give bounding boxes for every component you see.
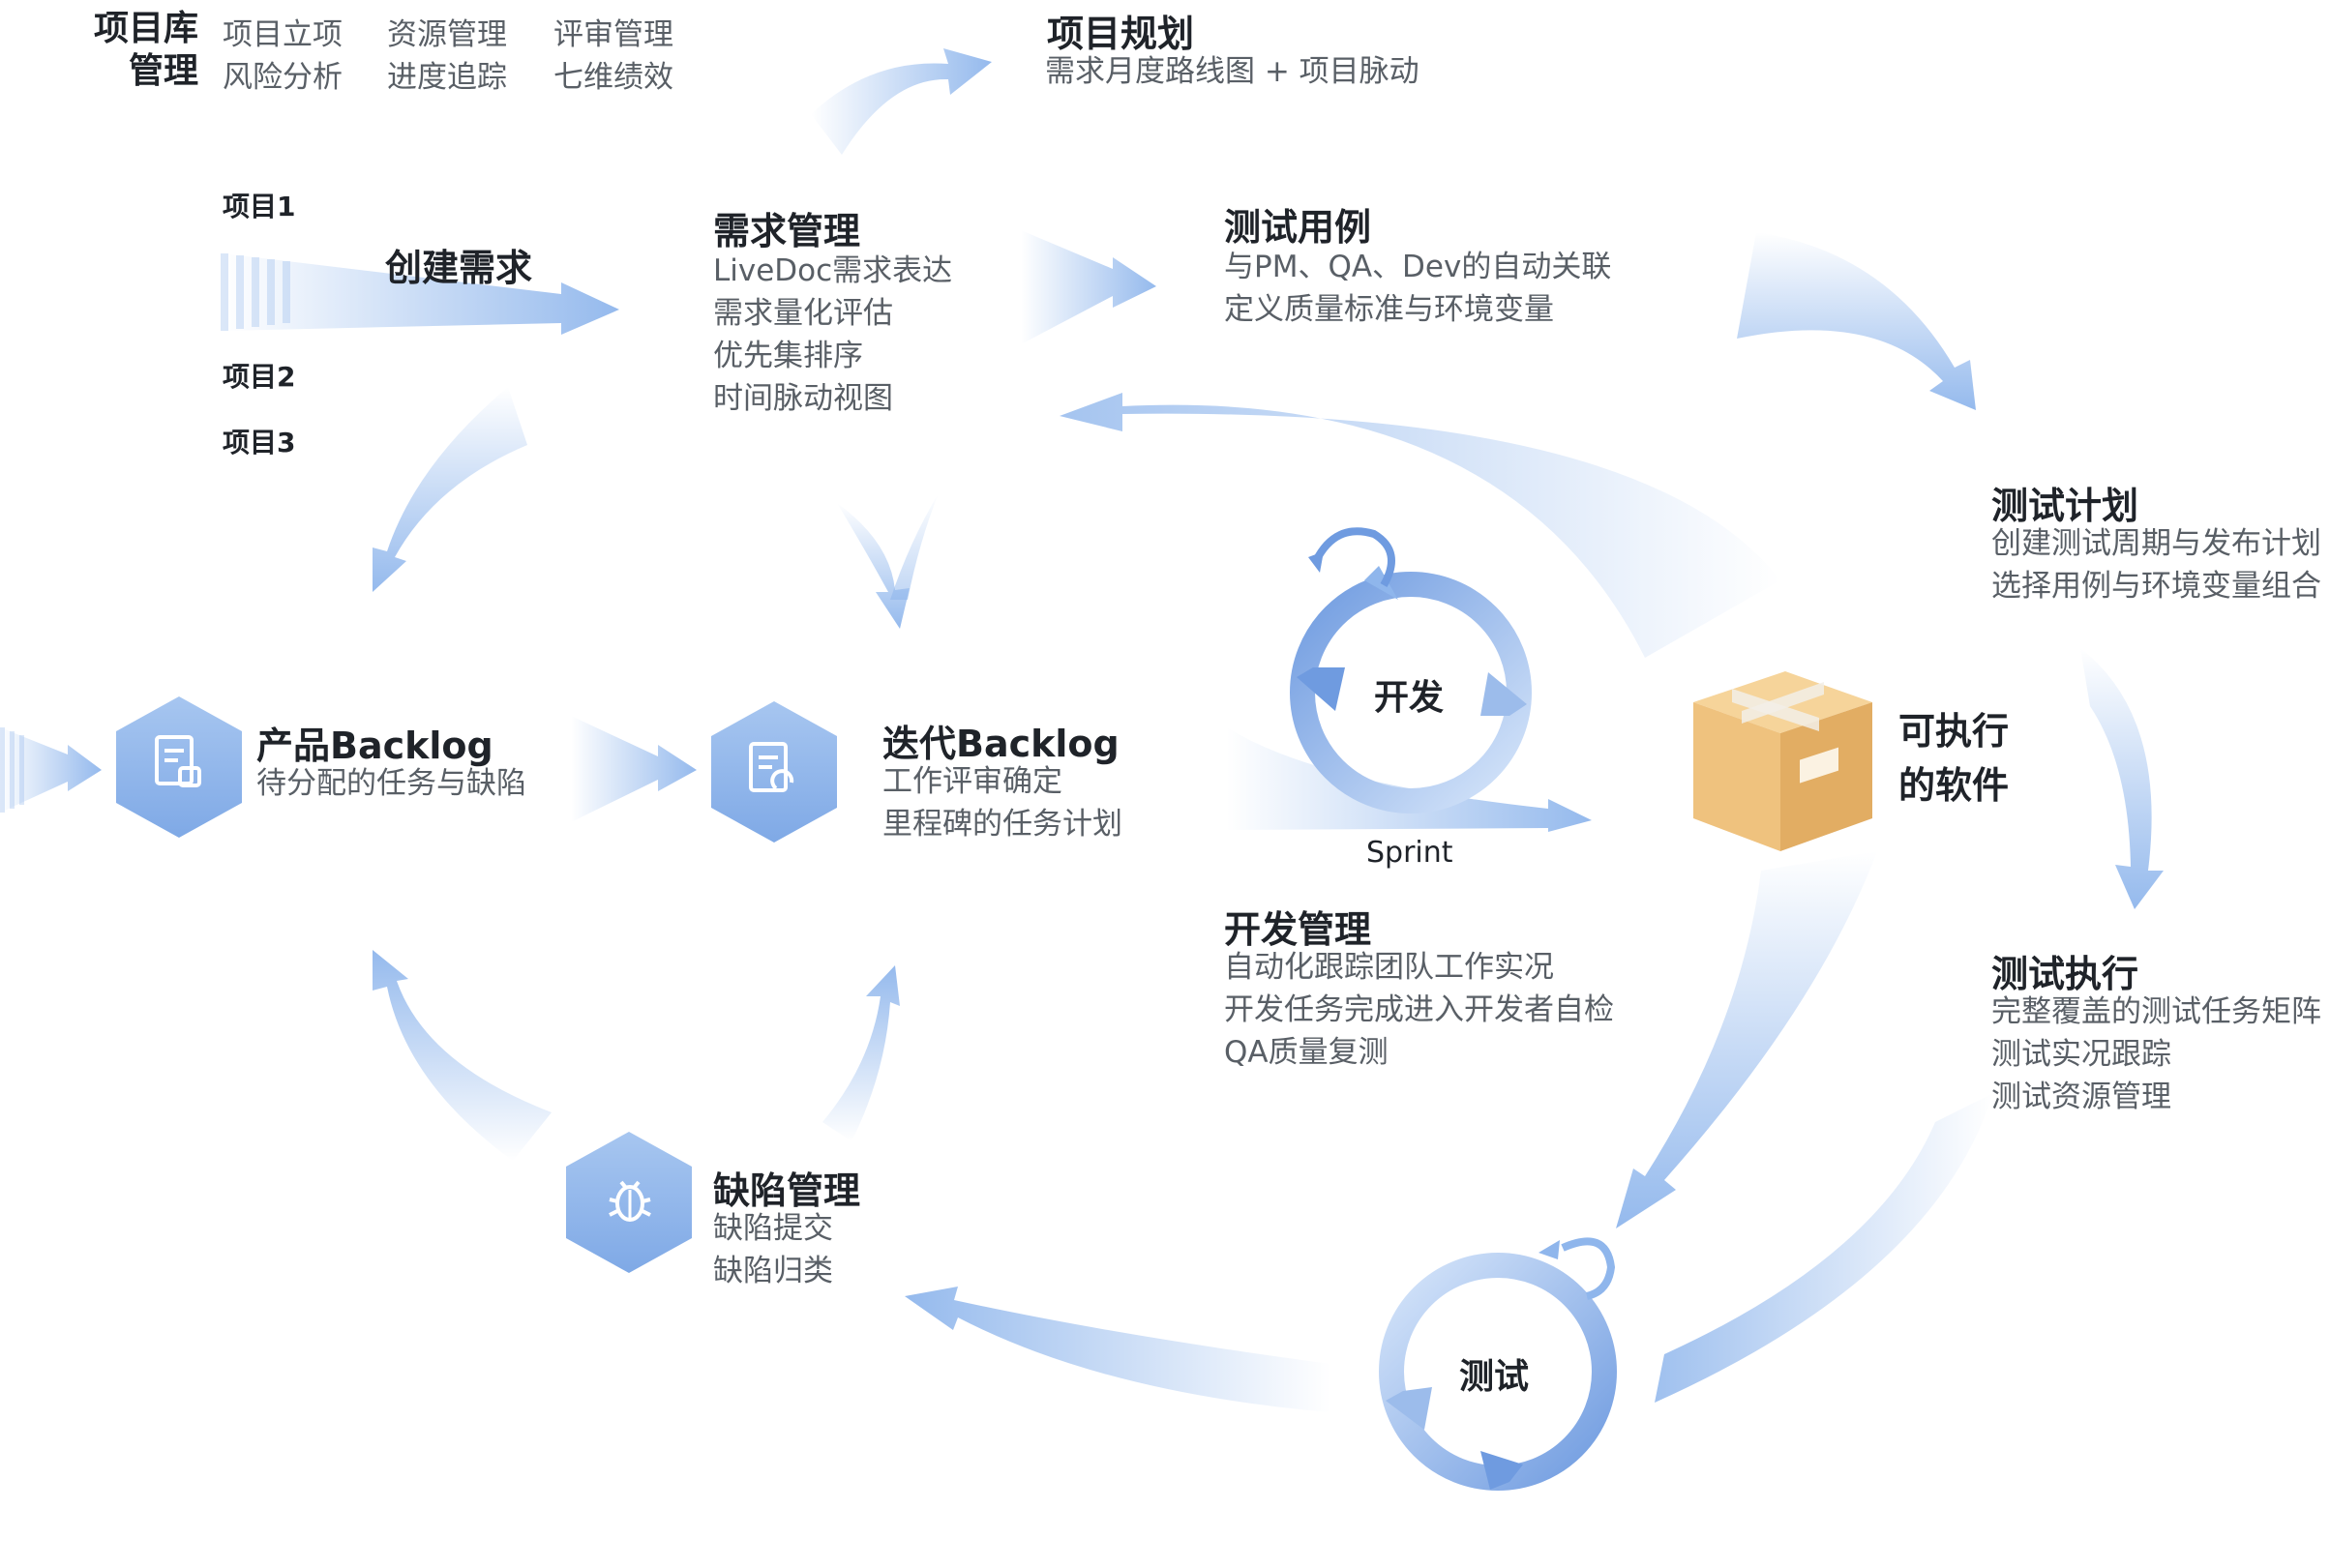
library-item: 进度追踪 (387, 60, 507, 95)
software-label: 可执行 的软件 (1898, 704, 2009, 813)
test-cases-line: 与PM、QA、Dev的自动关联 (1224, 250, 1612, 284)
software-to-requirement-arrow (1060, 393, 1780, 658)
library-title: 项目库 管理 (93, 9, 198, 91)
product-to-iteration-arrow (571, 716, 697, 822)
testcase-to-plan-arrow (1737, 232, 1976, 410)
test-exec-line: 测试实况跟踪 (1991, 1037, 2171, 1072)
test-plan-lines: 创建测试周期与发布计划 选择用例与环境变量组合 (1991, 522, 2321, 607)
requirements-line: 优先集排序 (713, 339, 863, 373)
test-plan-line: 创建测试周期与发布计划 (1991, 526, 2321, 561)
sprint-label: Sprint (1366, 836, 1453, 870)
library-item: 七维绩效 (553, 60, 673, 95)
product-backlog-hexagon (116, 696, 242, 838)
create-requirement-label: 创建需求 (385, 247, 533, 289)
iteration-document-icon (747, 740, 799, 804)
planning-arrow (811, 48, 992, 155)
input-to-product-arrow (0, 727, 102, 813)
test-exec-line: 完整覆盖的测试任务矩阵 (1991, 994, 2321, 1029)
dev-cycle-label: 开发 (1374, 678, 1445, 718)
test-exec-title: 测试执行 (1991, 953, 2139, 995)
requirements-line: 时间脉动视图 (713, 381, 893, 416)
library-item: 资源管理 (387, 17, 507, 52)
test-cases-lines: 与PM、QA、Dev的自动关联 定义质量标准与环境变量 (1224, 246, 1611, 331)
defect-mgmt-title: 缺陷管理 (713, 1169, 861, 1212)
iteration-backlog-title: 迭代Backlog (882, 723, 1120, 765)
defect-mgmt-line: 缺陷提交 (713, 1211, 833, 1246)
planning-desc: 需求月度路线图 + 项目脉动 (1045, 54, 1419, 89)
iteration-to-dev-arrow (1227, 727, 1592, 832)
requirements-lines: LiveDoc需求表达 需求量化评估 优先集排序 时间脉动视图 (713, 250, 952, 420)
requirements-line: 需求量化评估 (713, 296, 893, 331)
test-cycle-ring (1379, 1237, 1617, 1491)
test-exec-line: 测试资源管理 (1991, 1080, 2171, 1114)
dev-cycle-ring (1290, 527, 1532, 814)
iteration-backlog-line: 里程碑的任务计划 (882, 807, 1122, 842)
dev-mgmt-line: QA质量复测 (1224, 1035, 1389, 1070)
bug-icon (602, 1172, 658, 1228)
library-item: 风险分析 (223, 60, 343, 95)
dev-mgmt-lines: 自动化跟踪团队工作实况 开发任务完成进入开发者自检 QA质量复测 (1224, 946, 1614, 1074)
exec-to-test-arrow (1655, 1093, 1993, 1403)
requirements-title: 需求管理 (713, 210, 861, 252)
requirements-line: LiveDoc需求表达 (713, 253, 953, 288)
test-plan-line: 选择用例与环境变量组合 (1991, 569, 2321, 604)
backlog-document-icon (153, 733, 205, 797)
library-item: 项目立项 (223, 17, 343, 52)
iteration-backlog-line: 工作评审确定 (882, 764, 1062, 799)
defect-to-product-arrow (373, 950, 552, 1161)
product-backlog-title: 产品Backlog (256, 725, 493, 767)
dev-mgmt-line: 自动化跟踪团队工作实况 (1224, 950, 1554, 985)
project-item: 项目1 (223, 191, 296, 222)
project-stack-arrow (221, 253, 619, 335)
library-item: 评审管理 (553, 17, 673, 52)
iteration-backlog-lines: 工作评审确定 里程碑的任务计划 (882, 760, 1122, 845)
test-plan-title: 测试计划 (1991, 485, 2139, 527)
test-cases-title: 测试用例 (1224, 206, 1372, 249)
req-to-testcase-arrow (1021, 230, 1156, 344)
req-to-product-arrow (373, 387, 527, 592)
iteration-backlog-hexagon (711, 701, 837, 843)
test-to-defect-arrow (905, 1287, 1330, 1412)
package-box-icon (1693, 671, 1872, 851)
test-cycle-label: 测试 (1459, 1357, 1530, 1397)
plan-to-exec-arrow (2080, 648, 2164, 909)
defect-mgmt-lines: 缺陷提交 缺陷归类 (713, 1207, 833, 1292)
project-item: 项目2 (223, 361, 296, 393)
planning-title: 项目规划 (1047, 13, 1195, 55)
dev-mgmt-title: 开发管理 (1224, 908, 1372, 951)
software-line: 的软件 (1898, 764, 2010, 807)
defect-to-iteration-arrow (822, 965, 900, 1141)
req-to-iteration-arrow (837, 503, 910, 629)
product-backlog-desc: 待分配的任务与缺陷 (256, 766, 526, 801)
dev-mgmt-line: 开发任务完成进入开发者自检 (1224, 992, 1614, 1027)
software-to-test-arrow (1616, 851, 1877, 1228)
defect-mgmt-line: 缺陷归类 (713, 1254, 833, 1288)
software-line: 可执行 (1898, 710, 2010, 753)
project-item: 项目3 (223, 427, 296, 459)
test-exec-lines: 完整覆盖的测试任务矩阵 测试实况跟踪 测试资源管理 (1991, 991, 2321, 1118)
req-to-iteration-arrow-body (890, 493, 939, 600)
test-cases-line: 定义质量标准与环境变量 (1224, 292, 1554, 327)
